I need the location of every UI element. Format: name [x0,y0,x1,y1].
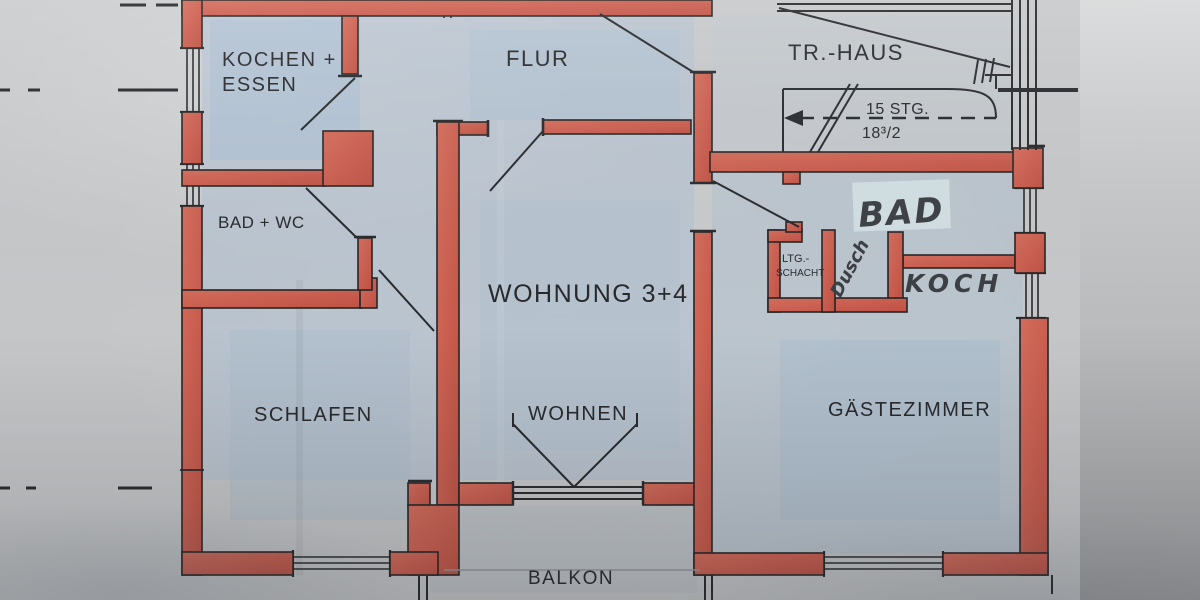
corner-shadow [661,510,1200,600]
corner-shadow [0,500,420,600]
